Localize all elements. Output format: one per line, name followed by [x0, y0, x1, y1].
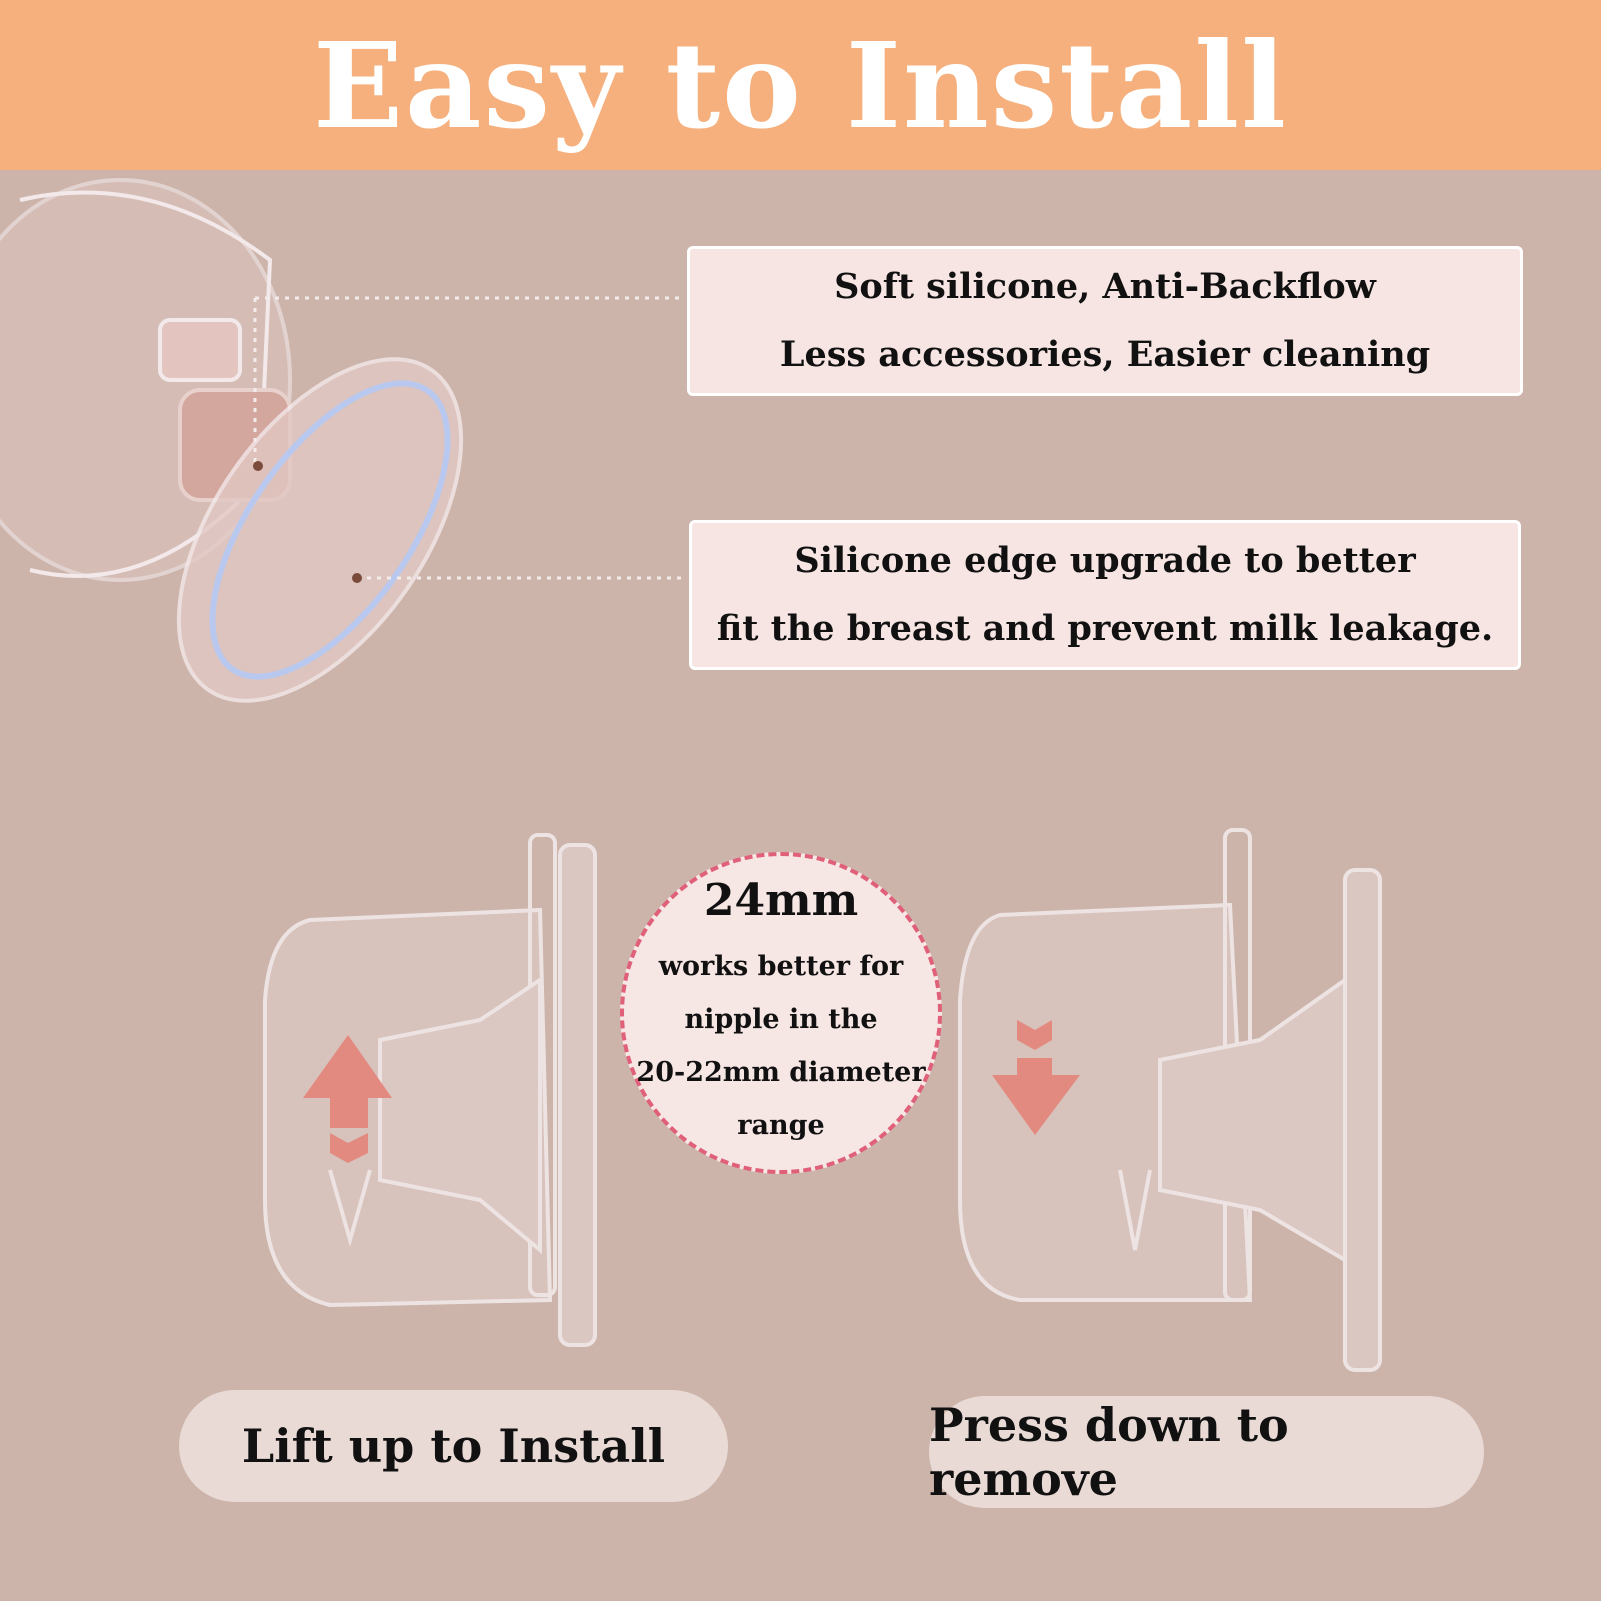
- feature-box-silicone: Soft silicone, Anti-Backflow Less access…: [687, 246, 1523, 396]
- size-note-line: works better for: [658, 950, 904, 982]
- breast-shield-top-image: [0, 178, 464, 703]
- size-badge: 24mm works better for nipple in the 20-2…: [620, 852, 942, 1174]
- feature-line: Silicone edge upgrade to better: [794, 540, 1416, 581]
- step-label: Press down to remove: [929, 1398, 1289, 1506]
- breast-shield-install-image: [263, 833, 597, 1347]
- breast-shield-remove-image: [958, 828, 1382, 1372]
- step-label: Lift up to Install: [241, 1419, 666, 1473]
- step-remove-label: Press down to remove: [929, 1396, 1484, 1508]
- feature-line: Soft silicone, Anti-Backflow: [834, 266, 1376, 307]
- size-note-line: 20-22mm diameter: [636, 1056, 926, 1088]
- arrow-up-icon: [303, 1035, 392, 1128]
- arrow-down-icon: [1017, 1020, 1052, 1050]
- page-title: Easy to Install: [313, 15, 1288, 155]
- header-banner: Easy to Install: [0, 0, 1601, 170]
- size-note-line: nipple in the: [684, 1003, 878, 1035]
- step-install-label: Lift up to Install: [179, 1390, 728, 1502]
- feature-line: fit the breast and prevent milk leakage.: [716, 608, 1494, 649]
- feature-line: Less accessories, Easier cleaning: [779, 334, 1431, 375]
- size-value: 24mm: [703, 874, 859, 926]
- size-note-line: range: [737, 1109, 825, 1141]
- feature-box-edge: Silicone edge upgrade to better fit the …: [689, 520, 1521, 670]
